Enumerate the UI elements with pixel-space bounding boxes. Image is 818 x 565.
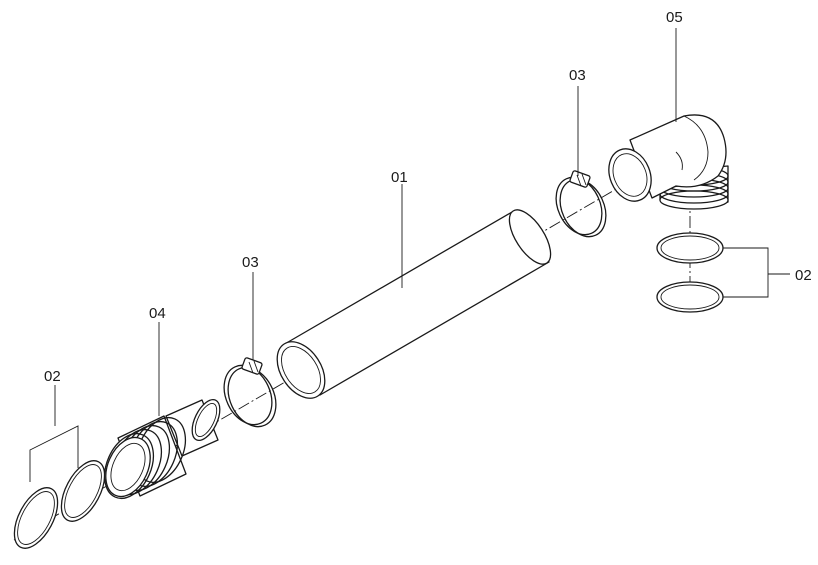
callout-seal-rings-left: 02	[44, 368, 61, 385]
callout-clamp-left: 03	[242, 254, 259, 271]
callout-tube: 01	[391, 169, 408, 186]
callout-adapter: 04	[149, 305, 166, 322]
seal-ring-left-outer	[13, 487, 59, 549]
seal-ring-right-lower	[656, 281, 724, 313]
hose-clamp-left	[223, 357, 277, 428]
callout-seal-rings-right: 02	[795, 267, 812, 284]
adapter-part	[103, 398, 221, 499]
elbow-part	[608, 114, 729, 210]
leader-lines	[29, 28, 790, 482]
seal-ring-right-upper	[656, 232, 724, 264]
seal-ring-left-inner	[60, 460, 106, 522]
hose-clamp-right	[555, 170, 607, 238]
callout-clamp-right: 03	[569, 67, 586, 84]
callout-elbow: 05	[666, 9, 683, 26]
tube-part	[276, 209, 552, 399]
